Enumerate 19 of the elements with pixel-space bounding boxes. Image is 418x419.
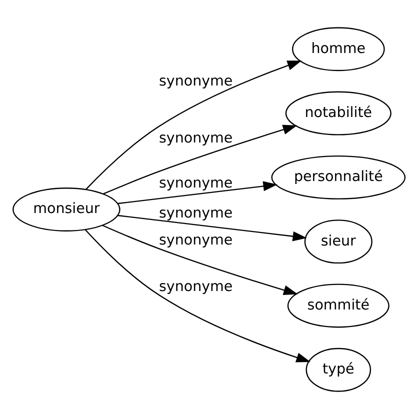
arrow xyxy=(86,60,302,190)
node-ellipse: sieur xyxy=(304,220,372,264)
arrow xyxy=(118,214,308,242)
node-ellipse: monsieur xyxy=(12,188,120,232)
node-ellipse: notabilité xyxy=(285,91,392,136)
arrow xyxy=(102,224,298,295)
edge-label: synonyme xyxy=(158,205,233,222)
edge-label: synonyme xyxy=(158,176,233,192)
node-ellipse: sommité xyxy=(287,284,390,328)
node-ellipse: typé xyxy=(306,348,372,392)
arrow xyxy=(103,124,298,194)
edge-label: synonyme xyxy=(158,73,233,90)
node-ellipse: homme xyxy=(292,27,385,72)
node-ellipse: personnalité xyxy=(271,155,406,200)
edge-label: synonyme xyxy=(158,278,233,295)
arrow xyxy=(118,181,278,204)
edge-label: synonyme xyxy=(158,130,233,147)
arrow xyxy=(84,229,311,362)
edge-label: synonyme xyxy=(158,232,233,249)
